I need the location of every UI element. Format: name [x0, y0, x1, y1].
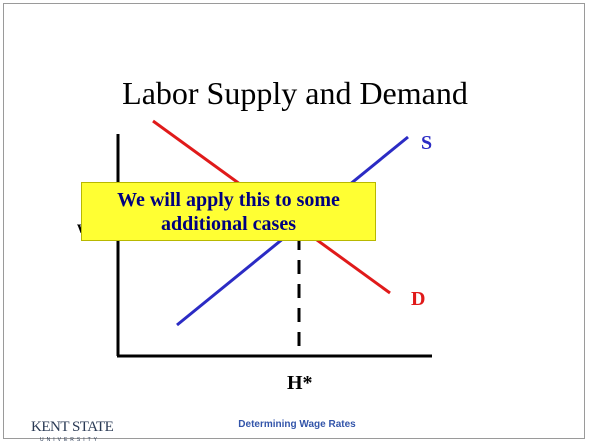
callout-box: We will apply this to some additional ca…	[81, 182, 376, 241]
slide: Labor Supply and Demand w S D H* We will…	[3, 3, 585, 443]
kent-state-logo: KENT STATE	[31, 419, 114, 435]
kent-state-logo-sub: UNIVERSITY	[40, 437, 101, 443]
supply-label: S	[421, 132, 433, 154]
equilibrium-label: H*	[287, 372, 313, 394]
slide-title: Labor Supply and Demand	[122, 75, 468, 111]
demand-label: D	[411, 288, 426, 310]
callout-text: We will apply this to some additional ca…	[117, 188, 340, 235]
footer-text: Determining Wage Rates	[238, 419, 356, 430]
